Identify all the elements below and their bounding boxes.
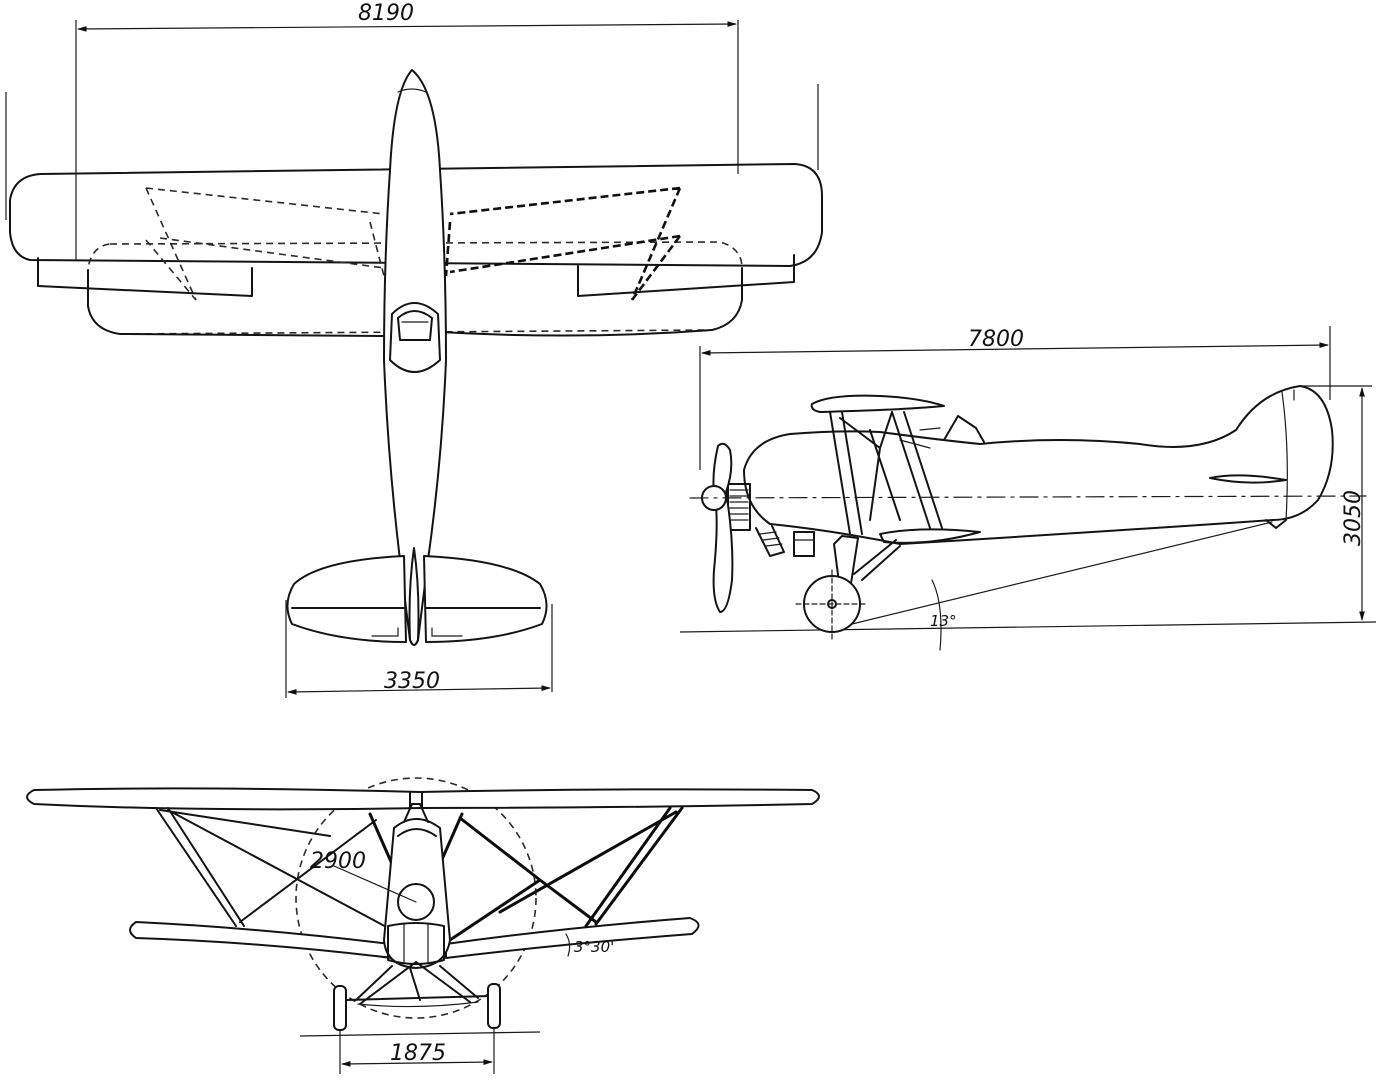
top-view: 8190 3350: [5, 1, 823, 698]
front-right-struts: [448, 806, 684, 942]
front-view: 2900 3°30' 1875: [26, 777, 820, 1074]
track-label: 1875: [390, 1041, 446, 1066]
top-upper-wing: [9, 163, 823, 267]
side-tailplane: [1209, 474, 1287, 484]
height-label: 3050: [1341, 490, 1366, 546]
top-right-struts: [444, 186, 682, 301]
side-lower-wing: [879, 528, 981, 544]
top-cockpit: [389, 302, 441, 373]
top-left-aileron: [37, 257, 253, 297]
top-fin: [408, 547, 420, 646]
top-horizontal-tail: [286, 555, 407, 643]
front-fuselage: [383, 818, 451, 969]
side-view: 13° 7800 3050: [679, 326, 1377, 651]
front-spinner: [397, 883, 435, 921]
side-propeller: [712, 442, 734, 613]
side-struts: [829, 411, 943, 535]
top-left-struts: [145, 187, 385, 301]
front-landing-gear: [345, 961, 491, 1005]
front-left-wheel: [333, 985, 347, 1031]
angle-label: 13°: [930, 612, 957, 630]
prop-diameter-label: 2900: [310, 849, 366, 874]
length-label: 7800: [968, 327, 1024, 352]
front-left-struts: [155, 807, 393, 931]
wingspan-label: 8190: [358, 1, 414, 26]
tailspan-label: 3350: [384, 669, 440, 694]
front-prop-disc: [295, 777, 537, 1019]
front-lower-wing: [129, 921, 393, 959]
front-right-wheel: [487, 983, 501, 1029]
dihedral-label: 3°30': [574, 938, 614, 956]
top-right-aileron: [577, 254, 795, 297]
side-upper-wing: [810, 394, 945, 413]
